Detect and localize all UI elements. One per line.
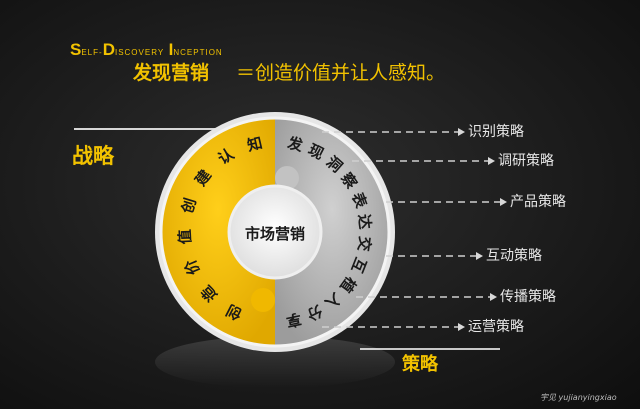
wheel-ring-border [159, 116, 391, 348]
right-arc-char: 互 [348, 255, 370, 276]
left-arc-char: 创 [178, 196, 200, 217]
tactics-divider [360, 348, 500, 350]
strategy-item-label: 传播策略 [500, 288, 556, 305]
left-arc-char: 知 [245, 134, 264, 155]
brand-title: SELF-DISCOVERY INCEPTION [70, 40, 223, 60]
arrow-head-icon [490, 293, 497, 301]
puzzle-tab-bottom [251, 288, 275, 312]
right-arc-char: 交 [354, 235, 374, 252]
subtitle: 发现营销 [133, 62, 210, 84]
arrow-head-icon [488, 157, 495, 165]
right-arc-char: 分 [304, 301, 325, 324]
brand-word-discovery: ISCOVERY [114, 48, 165, 57]
strategy-item-label: 运营策略 [468, 318, 524, 335]
brand-letter-d: D [102, 40, 115, 59]
arrow-head-icon [458, 323, 465, 331]
strategy-item-label: 产品策略 [510, 193, 566, 210]
left-arc-char: 值 [176, 229, 195, 245]
brand-word-inception: NCEPTION [173, 48, 223, 57]
arrow-head-icon [500, 198, 507, 206]
strategy-item-label: 识别策略 [468, 123, 524, 140]
strategy-label: 战略 [72, 144, 114, 168]
tactics-label: 策略 [402, 354, 438, 375]
footer-credit: 宇见 yujianyingxiao [540, 393, 617, 402]
arrow-head-icon [476, 252, 483, 260]
strategy-divider [74, 128, 234, 130]
wheel-right-half [275, 118, 389, 346]
brand-letter-s: S [70, 40, 82, 59]
strategy-item-label: 调研策略 [498, 152, 554, 169]
wheel-left-half [161, 118, 275, 346]
brand-letter-i: I [168, 40, 174, 59]
puzzle-tab-top [275, 166, 299, 190]
brand-word-self: ELF- [81, 48, 103, 57]
right-arc-char: 现 [305, 140, 327, 163]
right-arc-char: 发 [285, 134, 306, 155]
wheel-center-label: 市场营销 [245, 225, 305, 243]
right-arc-text: 发现洞察表达交互植入分享 [284, 134, 374, 331]
right-arc-char: 表 [348, 190, 370, 211]
left-arc-char: 创 [223, 301, 245, 324]
wheel-center-disc [227, 184, 323, 280]
right-arc-char: 达 [355, 213, 375, 230]
strategy-item-label: 互动策略 [486, 247, 542, 264]
equation-text: ＝创造价值并让人感知。 [236, 62, 446, 84]
right-arc-char: 享 [284, 310, 302, 331]
wheel-reflection [155, 336, 395, 388]
arrow-head-icon [458, 128, 465, 136]
